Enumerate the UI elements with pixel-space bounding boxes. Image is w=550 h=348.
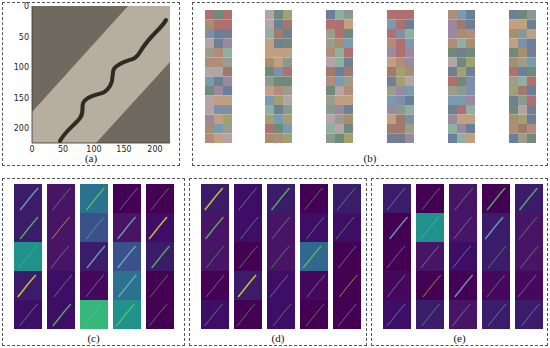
panel-label: (e): [372, 332, 547, 344]
panel-frame: (e): [371, 178, 548, 346]
axis-tick: 150: [116, 145, 131, 154]
crack-image: [32, 6, 170, 143]
axis-tick: 200: [147, 145, 162, 154]
panel-frame: (d): [189, 178, 367, 346]
panel-frame: (b): [192, 2, 548, 166]
axis-tick: 200: [14, 124, 29, 133]
axis-tick: 50: [58, 145, 68, 154]
panel-label: (d): [190, 332, 366, 344]
axis-tick: 50: [19, 33, 29, 42]
axis-tick: 0: [29, 145, 34, 154]
axis-tick: 100: [86, 145, 101, 154]
panel-frame: (a): [2, 2, 180, 166]
panel-label: (c): [3, 332, 184, 344]
axis-tick: 100: [14, 63, 29, 72]
panel-label: (b): [193, 152, 547, 164]
axis-tick: 150: [14, 94, 29, 103]
panel-frame: (c): [2, 178, 185, 346]
axis-tick: 0: [24, 2, 29, 11]
